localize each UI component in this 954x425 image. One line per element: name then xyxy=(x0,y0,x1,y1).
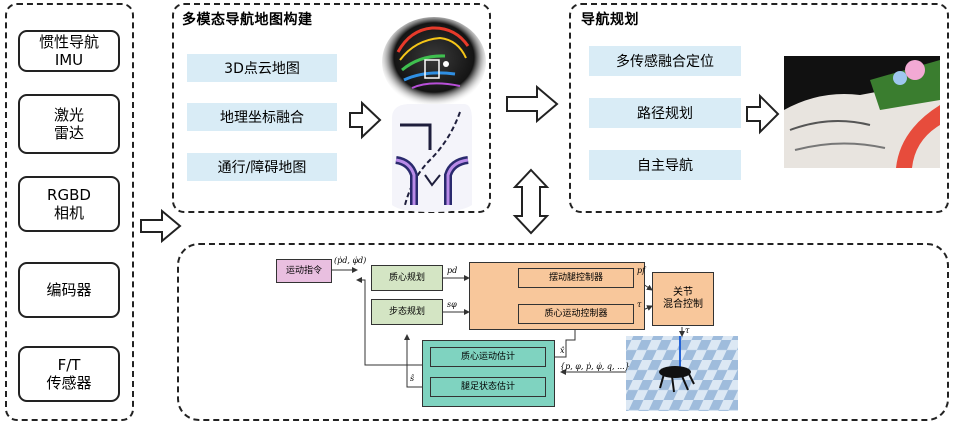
arrow-map-items-to-image xyxy=(349,100,382,140)
signal-pd-label: pd xyxy=(447,266,458,275)
planning-item-autonomous: 自主导航 xyxy=(589,150,741,180)
pointcloud-map-image xyxy=(382,17,486,107)
motion-control-group xyxy=(177,243,949,421)
leg-state-estimator-block: 腿足状态估计 xyxy=(430,377,546,397)
sensor-rgbd-camera: RGBD 相机 xyxy=(18,176,120,232)
arrow-sensors-to-map xyxy=(140,208,182,244)
joint-hybrid-control-block: 关节 混合控制 xyxy=(652,272,714,326)
scene-3d-image xyxy=(784,56,940,168)
planning-title: 导航规划 xyxy=(581,12,639,28)
gait-planning-block: 步态规划 xyxy=(371,299,443,325)
signal-tau-label: τ xyxy=(637,300,642,309)
arrow-map-to-planning xyxy=(506,84,559,124)
signal-sphi-label: sφ xyxy=(447,300,457,309)
map-building-group xyxy=(172,3,491,213)
sensor-encoder: 编码器 xyxy=(18,262,120,318)
signal-pf-label: pf xyxy=(637,266,646,275)
com-motion-controller-block: 质心运动控制器 xyxy=(518,304,634,324)
sensor-imu: 惯性导航 IMU xyxy=(18,30,120,72)
navigation-planning-group xyxy=(569,3,949,213)
signal-xhat-label: x̂ xyxy=(560,346,565,355)
swing-leg-controller-block: 摆动腿控制器 xyxy=(518,268,634,288)
mapping-item-pointcloud: 3D点云地图 xyxy=(187,54,337,82)
signal-command-label: (ṗd, φ̇d) xyxy=(334,256,367,265)
planning-item-path: 路径规划 xyxy=(589,98,741,128)
planning-item-localization: 多传感融合定位 xyxy=(589,46,741,76)
mapping-title: 多模态导航地图构建 xyxy=(182,12,313,28)
com-planning-block: 质心规划 xyxy=(371,265,443,291)
signal-tau-output-label: τ xyxy=(685,326,690,335)
mapping-item-geo-fusion: 地理坐标融合 xyxy=(187,103,337,131)
sensors-group xyxy=(5,3,134,421)
mapping-item-traversability: 通行/障碍地图 xyxy=(187,153,337,181)
simulation-image xyxy=(626,336,738,411)
arrow-bidirectional-vertical xyxy=(512,168,550,235)
motion-command-block: 运动指令 xyxy=(276,259,332,283)
sensor-lidar: 激光 雷达 xyxy=(18,94,120,154)
signal-state-label: {p, φ, ṗ, φ̇, q, ...} xyxy=(560,362,630,371)
arrow-planning-to-image xyxy=(746,93,780,135)
signal-shat-label: ŝ xyxy=(410,374,415,383)
sensor-ft: F/T 传感器 xyxy=(18,346,120,402)
com-motion-estimator-block: 质心运动估计 xyxy=(430,347,546,367)
traversability-map-image xyxy=(392,104,472,212)
